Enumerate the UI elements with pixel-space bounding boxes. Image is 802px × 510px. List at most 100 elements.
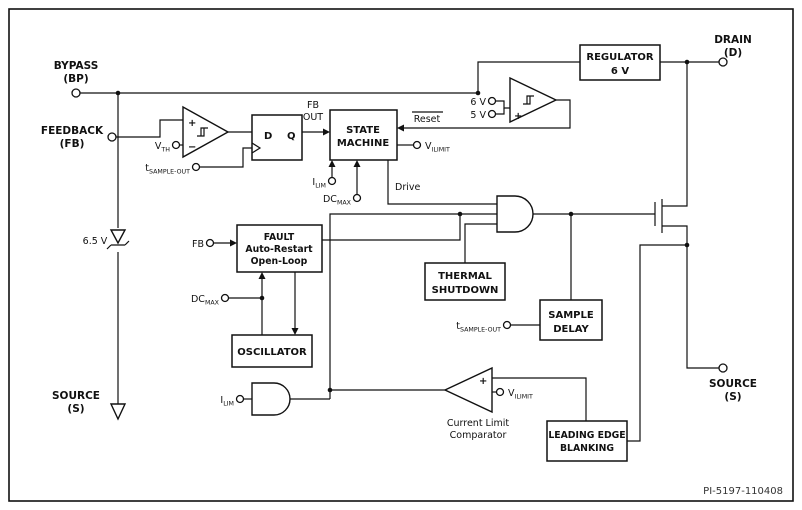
pin-bypass: BYPASS (BP) [54, 60, 99, 98]
regulator-comparator: + 6 V 5 V [470, 76, 558, 124]
ref-6v-label: 6 V [470, 97, 486, 108]
vth-port [171, 140, 181, 150]
oscillator-box [231, 334, 313, 368]
state-machine-line1: STATE [346, 125, 380, 136]
ilim-sm-base: I [312, 177, 315, 188]
dcmax-sm-label: DCMAX [323, 194, 352, 207]
ilim-sm-port [327, 176, 337, 186]
fb-out-signal: FB OUT [303, 100, 323, 123]
sample-flip-flop: D Q [251, 114, 303, 161]
zener-diode: 6.5 V [83, 229, 130, 250]
tsample-ff-base: t [145, 163, 149, 174]
sample-delay-box [539, 299, 603, 341]
feedback-comparator-plus: + [188, 118, 196, 129]
current-limit-comparator-plus: + [479, 376, 487, 387]
ilim-and-base: I [220, 395, 223, 406]
feedback-comparator-minus: − [188, 142, 196, 153]
ground-arrow-icon [109, 403, 127, 421]
ilim-sm-label: ILIM [312, 177, 326, 190]
power-mosfet [654, 199, 663, 233]
fb-fault-label: FB [192, 239, 204, 250]
and-gate-icon [251, 382, 291, 416]
fault-box [236, 224, 323, 273]
source-left-pin-label: SOURCE [52, 390, 100, 402]
dcmax-sm-sub: MAX [337, 200, 352, 207]
tsample-sd-base: t [456, 321, 460, 332]
tsample-ff-sub: SAMPLE-OUT [149, 169, 190, 176]
vilimit-sm-port [412, 140, 422, 150]
clock-wedge-icon [251, 142, 262, 154]
dcmax-sm-base: DC [323, 194, 337, 205]
thermal-line2: SHUTDOWN [432, 285, 499, 296]
figure-part-number: PI-5197-110408 [703, 486, 783, 497]
fb-out-line2: OUT [303, 112, 323, 123]
drive-label: Drive [395, 182, 420, 193]
feedback-comparator: + − VTH tSAMPLE-OUT [145, 105, 230, 176]
source-left-pin-designator: (S) [67, 403, 84, 415]
flip-flop-q-label: Q [287, 131, 296, 142]
fault-line1: FAULT [264, 232, 295, 243]
pin-source-right: SOURCE (S) [709, 363, 757, 403]
state-machine-block: STATE MACHINE ILIM DCMAX VILIMIT Reset D… [312, 109, 450, 207]
and-gate-icon [496, 195, 534, 233]
dcmax-fault-port [220, 293, 230, 303]
clc-caption-line2: Comparator [450, 430, 507, 441]
vilimit-sm-label: VILIMIT [425, 141, 450, 154]
fault-block: FAULT Auto-Restart Open-Loop FB DCMAX [191, 224, 323, 307]
hysteresis-icon [523, 95, 534, 105]
regulator-comparator-icon [509, 76, 558, 124]
feedback-pin-designator: (FB) [60, 138, 85, 150]
sample-delay-line1: SAMPLE [548, 310, 594, 321]
ref-5v-label: 5 V [470, 110, 486, 121]
vth-base: V [155, 141, 162, 152]
tsample-ff-port [191, 162, 201, 172]
tsample-sd-port [502, 320, 512, 330]
oscillator-label: OSCILLATOR [237, 347, 307, 358]
current-limit-and: ILIM [220, 382, 291, 416]
wiring [80, 61, 719, 442]
source-right-pin-designator: (S) [724, 391, 741, 403]
sample-delay-line2: DELAY [553, 324, 589, 335]
dcmax-fault-sub: MAX [205, 300, 220, 307]
vilimit-comp-port [495, 387, 505, 397]
fb-fault-port [205, 238, 215, 248]
source-right-pin-terminal [718, 363, 728, 373]
pin-drain: DRAIN (D) [714, 34, 752, 67]
thermal-box [424, 262, 506, 301]
dcmax-sm-port [352, 193, 362, 203]
drain-pin-designator: (D) [724, 47, 742, 59]
feedback-pin-label: FEEDBACK [41, 125, 104, 137]
ref-5v-port [487, 109, 497, 119]
current-limit-comparator: + VILIMIT Current Limit Comparator [443, 366, 533, 441]
tsample-sd-label: tSAMPLE-OUT [456, 321, 501, 334]
ref-6v-port [487, 96, 497, 106]
feedback-comparator-icon [182, 105, 230, 159]
hysteresis-icon [197, 127, 208, 137]
zener-voltage-label: 6.5 V [83, 236, 108, 247]
fault-line3: Open-Loop [251, 256, 308, 267]
clc-caption-line1: Current Limit [447, 418, 510, 429]
sample-delay-block: SAMPLE DELAY tSAMPLE-OUT [456, 299, 603, 341]
reset-label: Reset [414, 114, 441, 125]
regulator-line1: REGULATOR [586, 52, 654, 63]
bypass-pin-label: BYPASS [54, 60, 99, 72]
drain-pin-label: DRAIN [714, 34, 752, 46]
zener-bar-icon [106, 240, 130, 250]
vilimit-comp-label: VILIMIT [508, 388, 533, 401]
fb-out-line1: FB [307, 100, 319, 111]
regulator-line2: 6 V [611, 66, 629, 77]
thermal-shutdown-block: THERMAL SHUTDOWN [424, 262, 506, 301]
dcmax-fault-label: DCMAX [191, 294, 220, 307]
zener-triangle-icon [109, 229, 127, 245]
bypass-pin-terminal [71, 88, 81, 98]
thermal-line1: THERMAL [438, 271, 492, 282]
state-machine-line2: MACHINE [337, 138, 389, 149]
bypass-pin-designator: (BP) [63, 73, 88, 85]
pin-feedback: FEEDBACK (FB) [41, 125, 117, 150]
vilimit-sm-base: V [425, 141, 432, 152]
junction-dots [115, 59, 690, 393]
current-limit-comparator-icon [443, 366, 493, 414]
state-machine-box [329, 109, 398, 161]
vilimit-sm-sub: ILIMIT [432, 147, 451, 154]
